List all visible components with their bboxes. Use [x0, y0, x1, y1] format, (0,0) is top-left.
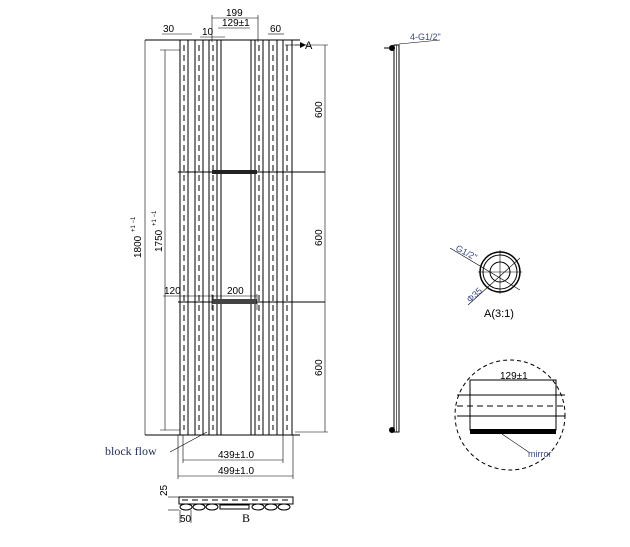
- detail-a-caption: A(3:1): [484, 308, 514, 320]
- dim-tube-width: 50: [180, 514, 192, 525]
- dim-bracket-offset: 120: [164, 286, 181, 297]
- detail-a: G1/2" Φ35 A(3:1): [449, 243, 522, 320]
- dim-spacing-3: 600: [314, 359, 325, 376]
- dim-height-total: 1800: [133, 235, 144, 258]
- connection-label: 4-G1/2": [410, 32, 441, 42]
- dim-mirror-width: 129±1: [500, 371, 528, 382]
- dim-top-center: 129±1: [222, 18, 250, 29]
- dim-spacing-2: 600: [314, 229, 325, 246]
- dim-height-pipe-tol: +1 −1: [152, 210, 158, 226]
- bottom-view-caption: B: [242, 511, 250, 525]
- dim-spacing-1: 600: [314, 101, 325, 118]
- dim-height-pipe: 1750: [154, 229, 165, 252]
- front-view: 199 129±1 30 10 60 A 1800 +1 −1 1750 +1 …: [105, 8, 328, 479]
- detail-mirror: 129±1 mirror: [454, 359, 566, 471]
- block-flow-label: block flow: [105, 444, 157, 458]
- bottom-view: 25 50 B: [159, 484, 294, 525]
- section-marker-a: A: [305, 40, 313, 52]
- radiator-tubes: [179, 39, 293, 436]
- dim-top-overall: 199: [226, 8, 243, 19]
- mirror-panel: [220, 39, 252, 436]
- dim-gap: 10: [202, 27, 214, 38]
- dim-depth: 25: [159, 484, 170, 496]
- dim-height-total-tol: +1 −1: [131, 216, 137, 232]
- side-view: 4-G1/2": [384, 32, 441, 433]
- thread-label: G1/2": [454, 243, 479, 262]
- mirror-label: mirror: [528, 449, 552, 459]
- dim-tube: 30: [163, 24, 175, 35]
- dim-inner-width: 439±1.0: [218, 450, 255, 461]
- dim-bracket-width: 200: [227, 286, 244, 297]
- dim-right: 60: [270, 24, 282, 35]
- diameter-label: Φ35: [465, 286, 484, 305]
- wall-brackets: [178, 170, 325, 310]
- dim-outer-width: 499±1.0: [218, 466, 255, 477]
